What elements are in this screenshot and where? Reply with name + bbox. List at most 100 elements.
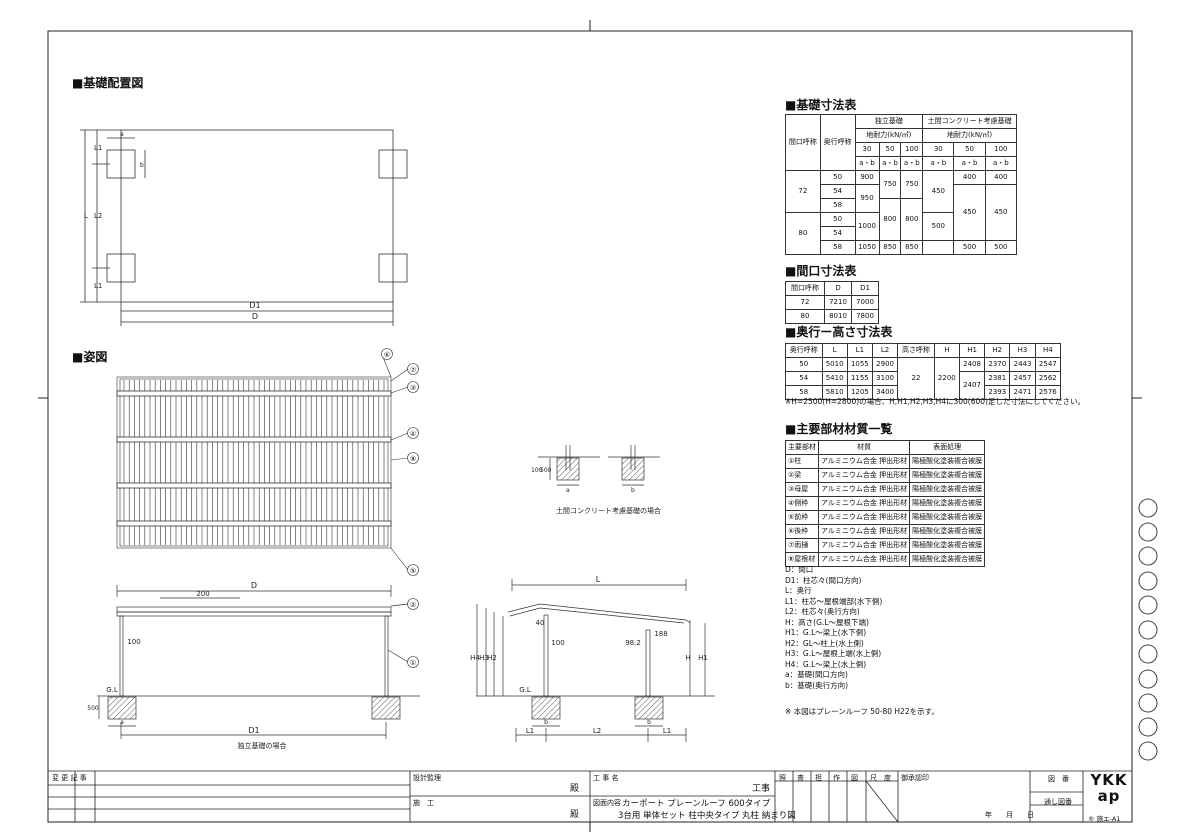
table-row: ⑦雨樋アルミニウム合金 押出形材陽極酸化塗装複合被膜 bbox=[785, 538, 986, 553]
cell: 陽極酸化塗装複合被膜 bbox=[909, 538, 986, 553]
dim-D1-elev: D1 bbox=[248, 726, 259, 735]
cell: アルミニウム合金 押出形材 bbox=[817, 538, 911, 553]
cell: 450 bbox=[984, 184, 1018, 241]
callout-2: ② bbox=[410, 601, 416, 609]
cell: 1055 bbox=[846, 357, 873, 372]
th-bearing-2: 地耐力(kN/㎡) bbox=[922, 128, 1017, 143]
cell: 58 bbox=[819, 240, 856, 255]
stamp-5: 図 bbox=[851, 774, 858, 782]
table-row: ⑥後枠アルミニウム合金 押出形材陽極酸化塗装複合被膜 bbox=[785, 524, 986, 539]
th: 主要部材 bbox=[785, 440, 819, 455]
cell: 2547 bbox=[1034, 357, 1062, 372]
through-no-label: 通し図番 bbox=[1044, 798, 1072, 806]
approval-label: 御承認印 bbox=[901, 774, 929, 782]
title-block-frame bbox=[48, 770, 1132, 823]
table-row: ②梁アルミニウム合金 押出形材陽極酸化塗装複合被膜 bbox=[785, 468, 986, 483]
th-s100: 100 bbox=[984, 142, 1018, 157]
dim-b-plan: b bbox=[140, 162, 144, 169]
cell: アルミニウム合金 押出形材 bbox=[817, 496, 911, 511]
foundation-plan bbox=[80, 129, 408, 326]
cell: 1050 bbox=[854, 240, 880, 255]
stamp-4: 作 bbox=[833, 774, 840, 782]
dim-a-front: a bbox=[120, 719, 124, 726]
dim-200: 200 bbox=[196, 590, 209, 598]
table-row: ④側枠アルミニウム合金 押出形材陽極酸化塗装複合被膜 bbox=[785, 496, 986, 511]
indep-caption: 独立基礎の場合 bbox=[238, 741, 287, 750]
dim-H: H bbox=[685, 654, 690, 662]
dim-L-side: L bbox=[596, 575, 601, 584]
dim-40: 40 bbox=[536, 619, 545, 627]
cell: 2370 bbox=[984, 357, 1011, 372]
drawing-content-label: 図面内容 bbox=[593, 799, 621, 807]
legend-item: L：奥行 bbox=[785, 586, 812, 595]
cell: 8010 bbox=[824, 309, 852, 324]
th-ab6: a・b bbox=[984, 156, 1018, 171]
foundation-table-title: 基礎寸法表 bbox=[785, 96, 856, 113]
th: H4 bbox=[1034, 343, 1062, 358]
cell-80: 80 bbox=[785, 212, 821, 255]
cell: アルミニウム合金 押出形材 bbox=[817, 510, 911, 525]
cell: 50 bbox=[819, 212, 856, 227]
th-b30: 30 bbox=[854, 142, 880, 157]
th: L2 bbox=[871, 343, 899, 358]
callout-3: ③ bbox=[410, 384, 416, 392]
roof-ribs bbox=[123, 380, 385, 545]
th: 間口呼称 bbox=[784, 281, 826, 296]
cell: 58 bbox=[819, 198, 856, 213]
th: H1 bbox=[958, 343, 986, 358]
cell: 2562 bbox=[1034, 371, 1062, 386]
dim-GL-front: G.L bbox=[106, 686, 118, 694]
roof-plan bbox=[116, 356, 409, 571]
th-ab2: a・b bbox=[878, 156, 902, 171]
cell: 54 bbox=[819, 184, 856, 199]
cell: 850 bbox=[900, 240, 924, 255]
callout-7: ⑦ bbox=[410, 366, 416, 374]
stamp-1: 照 bbox=[779, 774, 786, 782]
supervisor-label: 設計監理 bbox=[413, 774, 441, 782]
contractor-label: 施 工 bbox=[413, 799, 434, 807]
cell: ②梁 bbox=[785, 468, 819, 483]
dim-H3: H3 bbox=[479, 654, 489, 662]
cell bbox=[922, 240, 955, 255]
cell: 1000 bbox=[854, 212, 880, 241]
dim-D-elev: D bbox=[251, 581, 257, 590]
dim-L-plan: L bbox=[84, 212, 88, 220]
callout-5: ⑤ bbox=[410, 567, 416, 575]
drawing-title-line1: カーポート プレーンルーフ 600タイプ bbox=[622, 799, 771, 809]
side-elevation bbox=[476, 579, 715, 742]
dim-188: 188 bbox=[654, 630, 667, 638]
dim-b-slab: b bbox=[631, 487, 635, 494]
drawing-no-label: 図 番 bbox=[1048, 775, 1069, 783]
legend-item: H2：GL～柱上(水上側) bbox=[785, 638, 864, 648]
cell: 54 bbox=[785, 371, 823, 386]
cell: 400 bbox=[953, 170, 986, 185]
depth-table-title: 奥行ー高さ寸法表 bbox=[785, 323, 892, 340]
legend-item: H：高さ(G.L～屋根下端) bbox=[785, 617, 869, 627]
cell: 850 bbox=[878, 240, 902, 255]
cell: 陽極酸化塗装複合被膜 bbox=[909, 496, 986, 511]
dim-100-front: 100 bbox=[127, 638, 140, 646]
dim-L1-side1: L1 bbox=[526, 727, 534, 735]
cell: 7000 bbox=[851, 295, 879, 310]
cell: アルミニウム合金 押出形材 bbox=[817, 468, 911, 483]
cell: アルミニウム合金 押出形材 bbox=[817, 552, 911, 567]
cell: 2381 bbox=[984, 371, 1011, 386]
cell: 7210 bbox=[824, 295, 852, 310]
brand-logo: YKK ap bbox=[1090, 771, 1128, 805]
width-table: 間口呼称 D D1 72 7210 7000 80 8010 7800 bbox=[784, 281, 879, 324]
dim-L1-plan-top: L1 bbox=[94, 144, 102, 152]
th: D bbox=[824, 281, 852, 296]
cell: 750 bbox=[900, 170, 924, 199]
dim-H4: H4 bbox=[470, 654, 480, 662]
slab-caption: 土間コンクリート考慮基礎の場合 bbox=[556, 506, 661, 515]
legend-item: a：基礎(間口方向) bbox=[785, 670, 848, 679]
dim-100-slab: 100 bbox=[531, 467, 543, 474]
table-row: ①柱アルミニウム合金 押出形材陽極酸化塗装複合被膜 bbox=[785, 454, 986, 469]
th-s50: 50 bbox=[953, 142, 986, 157]
cell: 750 bbox=[878, 170, 902, 199]
dim-b-side1: b bbox=[544, 719, 548, 726]
th-span: 間口呼称 bbox=[785, 114, 821, 171]
cell: 58 bbox=[785, 385, 823, 400]
table-row: ⑤前枠アルミニウム合金 押出形材陽極酸化塗装複合被膜 bbox=[785, 510, 986, 525]
